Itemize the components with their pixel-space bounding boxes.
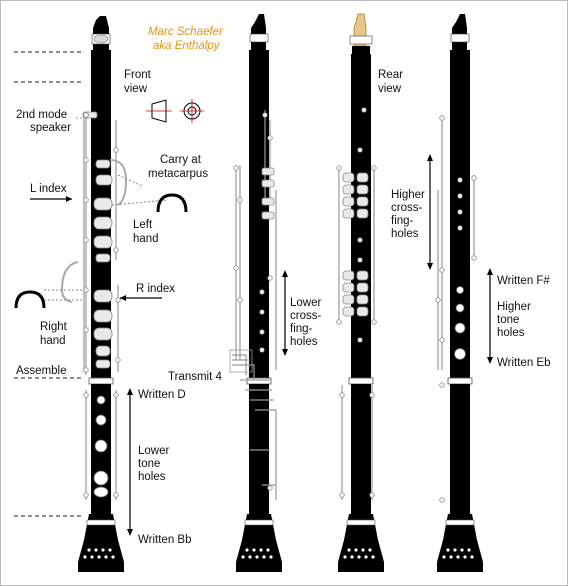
r-index-arrow	[120, 295, 162, 301]
higher-cross-label-2: cross-	[391, 202, 422, 214]
tenon-ring	[88, 377, 114, 385]
clarinet-rear-view	[336, 13, 384, 572]
written-bb-label: Written Bb	[138, 534, 191, 546]
right-thumb-hook-icon	[14, 290, 46, 309]
written-fsharp-label: Written F#	[497, 275, 550, 287]
higher-tone-label-3: holes	[497, 327, 525, 339]
higher-tone-label-1: Higher	[497, 301, 531, 313]
lower-tone-holes	[93, 395, 109, 498]
mouthpiece	[93, 16, 109, 50]
lower-cross-label-2: cross-	[290, 310, 321, 322]
bell-vents	[83, 548, 115, 559]
higher-cross-label-3: fing-	[391, 215, 414, 227]
left-hand-label-2: hand	[133, 233, 159, 245]
annotation-lines	[14, 51, 169, 517]
lower-key-rods	[85, 390, 117, 500]
higher-cross-label-1: Higher	[391, 189, 425, 201]
r-index-label: R index	[136, 283, 175, 295]
clarinet-cross-fingering-view	[229, 14, 282, 572]
lower-tone-range-arrow	[127, 388, 133, 536]
right-hand-label-1: Right	[40, 321, 68, 333]
projection-symbol-icon	[146, 99, 204, 123]
rear-view-label-2: view	[378, 83, 402, 95]
higher-cross-fingering-pads	[342, 172, 369, 219]
author-name: Marc Schaefer	[148, 26, 224, 38]
speaker-label-2: speaker	[30, 122, 71, 134]
lower-cross-range-arrow	[282, 270, 288, 356]
lower-tone-label-1: Lower	[138, 445, 169, 457]
front-view-label-2: view	[124, 83, 148, 95]
author-alias: aka Enthalpy	[153, 40, 221, 52]
right-key-rod	[115, 120, 119, 372]
right-hand-keys	[93, 289, 113, 369]
lower-cross-label-1: Lower	[290, 297, 321, 309]
clarinet-higher-tone-view	[435, 14, 483, 572]
lower-cross-label-4: holes	[290, 336, 318, 348]
thumb-rest-left	[109, 159, 128, 206]
thumb-rest-right	[60, 261, 79, 303]
lower-cross-fingering-pads	[342, 270, 369, 317]
speaker-label-1: 2nd mode	[16, 109, 67, 121]
l-index-arrow	[30, 196, 72, 202]
left-thumb-hook-icon	[156, 193, 188, 213]
right-hand-label-2: hand	[40, 335, 66, 347]
higher-cross-label-4: holes	[391, 228, 419, 240]
lower-tone-label-2: tone	[138, 458, 160, 470]
bell-ring	[86, 519, 116, 526]
key-posts	[83, 147, 121, 498]
left-hand-label-1: Left	[133, 219, 153, 231]
transmit-label: Transmit 4	[168, 371, 222, 383]
written-eb-label: Written Eb	[497, 357, 550, 369]
rear-view-label-1: Rear	[378, 69, 403, 81]
assemble-label: Assemble	[16, 365, 67, 377]
higher-tone-range-arrow	[487, 268, 493, 364]
higher-cross-range-arrow	[427, 154, 433, 270]
front-view-label-1: Front	[124, 69, 152, 81]
clarinet-front-view	[60, 16, 128, 572]
carry-label-1: Carry at	[160, 154, 202, 166]
higher-tone-holes	[454, 286, 466, 360]
written-d-label: Written D	[138, 389, 186, 401]
lower-tone-label-3: holes	[138, 471, 166, 483]
ligature-screw	[93, 34, 109, 44]
l-index-label: L index	[30, 183, 67, 195]
carry-label-2: metacarpus	[148, 168, 208, 180]
left-hand-keys	[93, 159, 113, 263]
lower-cross-label-3: fing-	[290, 323, 313, 335]
left-key-rod	[83, 115, 87, 375]
higher-tone-label-2: tone	[497, 314, 519, 326]
